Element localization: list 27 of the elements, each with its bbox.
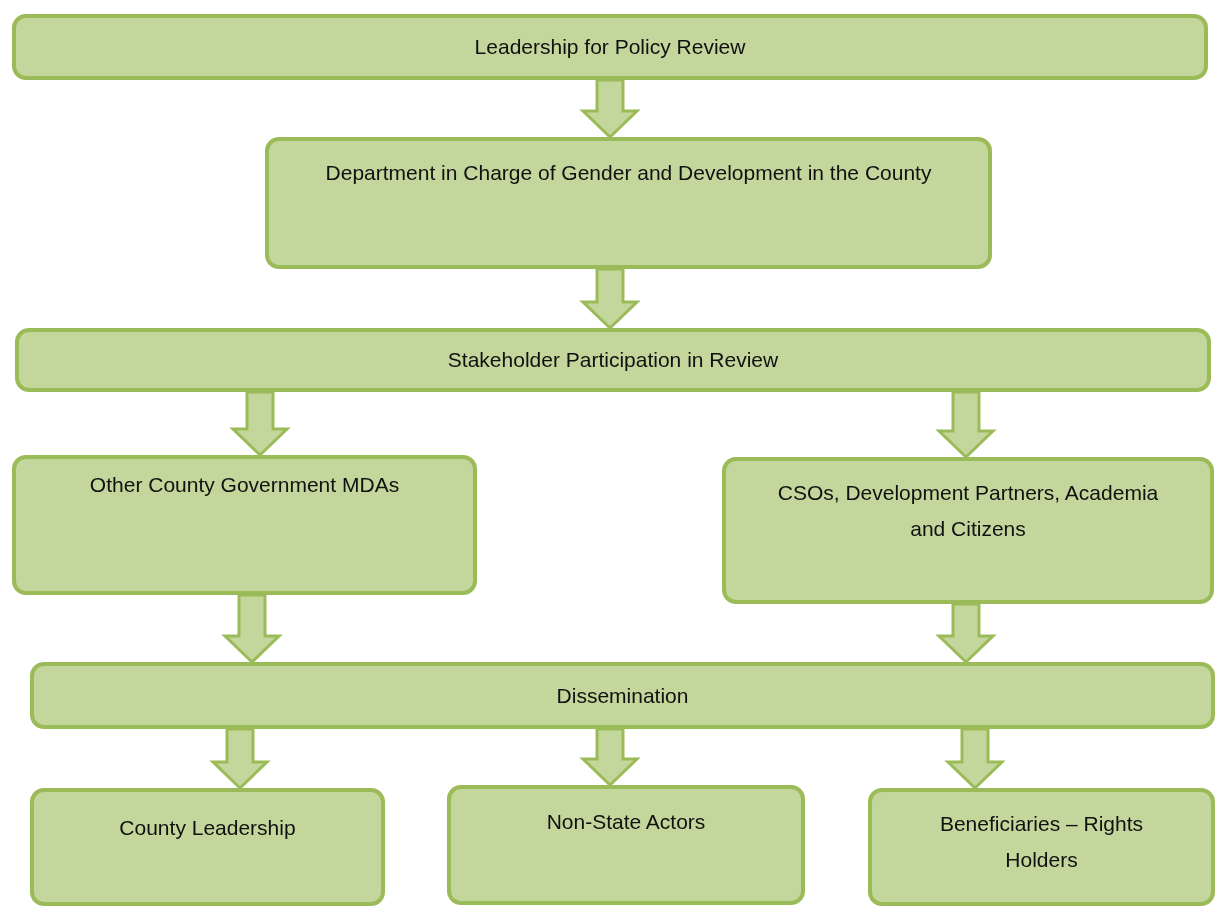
box-label: CSOs, Development Partners, Academia and Citizens <box>776 480 1160 542</box>
block-arrow <box>579 727 641 788</box>
box-label: Dissemination <box>556 682 689 709</box>
block-arrow <box>579 78 641 140</box>
box-label: Beneficiaries – Rights Holders <box>938 811 1145 873</box>
process-box <box>30 788 385 906</box>
box-label: Leadership for Policy Review <box>474 34 746 60</box>
process-box <box>12 14 1208 80</box>
block-arrow <box>229 390 291 458</box>
box-label: Department in Charge of Gender and Development in the County <box>325 160 932 186</box>
block-arrow <box>209 727 271 791</box>
box-label: Stakeholder Participation in Review <box>447 347 779 373</box>
box-label: Other County Government MDAs <box>89 472 400 498</box>
process-box <box>15 328 1211 392</box>
block-arrow <box>935 390 997 460</box>
process-box <box>265 137 992 269</box>
process-box <box>12 455 477 595</box>
box-label: County Leadership <box>119 815 296 841</box>
process-box <box>30 662 1215 729</box>
block-arrow <box>221 593 283 665</box>
box-label: Non-State Actors <box>546 809 706 835</box>
process-box <box>868 788 1215 906</box>
block-arrow <box>944 727 1006 791</box>
block-arrow <box>935 602 997 665</box>
block-arrow <box>579 267 641 331</box>
process-box <box>722 457 1214 604</box>
process-box <box>447 785 805 905</box>
